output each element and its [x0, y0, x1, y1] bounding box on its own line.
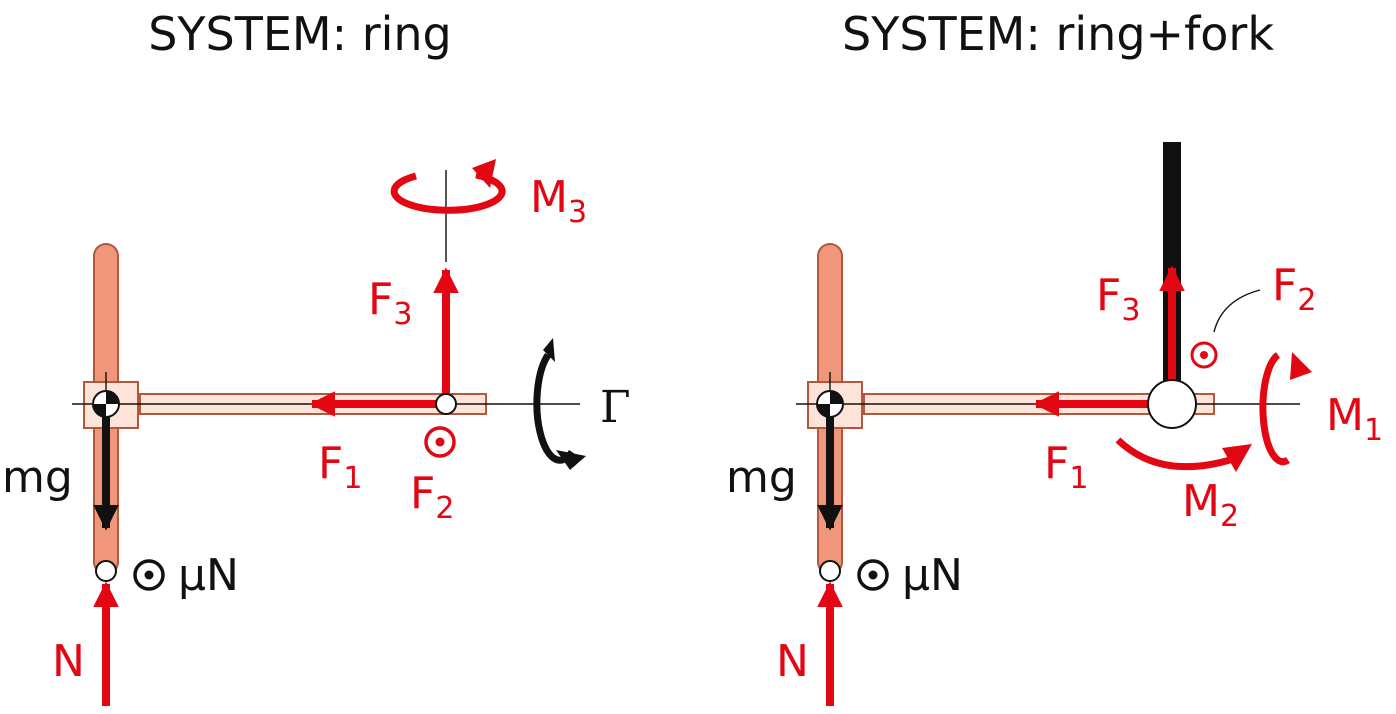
- f2-leader-line: [1213, 289, 1261, 333]
- force-f1-label: F1: [1044, 438, 1088, 496]
- steer-joint: [435, 393, 457, 415]
- panel-ring-fork: SYSTEM: ring+fork mg μN N: [726, 7, 1383, 706]
- friction-label: μN: [178, 550, 239, 601]
- moment-m2-arrow: [1115, 437, 1231, 471]
- moment-gamma-label: Γ: [600, 382, 631, 433]
- moment-m3-label: M3: [530, 172, 587, 230]
- force-f1-label: F1: [318, 438, 362, 496]
- out-of-page-icon: [857, 559, 889, 591]
- moment-m1-arrow: [1259, 352, 1290, 466]
- normal-force-label: N: [52, 636, 85, 687]
- moment-m2-head: [1222, 444, 1252, 472]
- contact-point: [95, 560, 117, 582]
- force-f2-label: F2: [410, 468, 454, 526]
- force-f2-label: F2: [1272, 260, 1316, 318]
- out-of-page-icon: [133, 559, 165, 591]
- moment-m2-label: M2: [1182, 476, 1239, 534]
- moment-gamma-arrow: [533, 353, 575, 464]
- force-f3-label: F3: [1096, 270, 1140, 328]
- moment-gamma-head: [556, 450, 586, 470]
- center-of-mass-icon: [816, 390, 844, 418]
- panel-title: SYSTEM: ring: [148, 7, 452, 61]
- moment-m1-label: M1: [1326, 390, 1383, 448]
- steer-joint: [1147, 379, 1197, 429]
- weight-label: mg: [726, 452, 797, 503]
- f2-out-of-page-icon: [424, 426, 456, 458]
- weight-label: mg: [2, 452, 73, 503]
- center-of-mass-icon: [92, 390, 120, 418]
- panel-title: SYSTEM: ring+fork: [842, 7, 1274, 61]
- moment-m1-head: [1290, 352, 1312, 380]
- contact-point: [819, 560, 841, 582]
- f2-out-of-page-icon: [1190, 341, 1218, 369]
- moment-m3-head: [472, 159, 496, 188]
- moment-gamma-tail: [543, 338, 555, 362]
- normal-force-label: N: [776, 636, 809, 687]
- force-f3-label: F3: [368, 274, 412, 332]
- moment-m3-arrow: [390, 171, 506, 214]
- friction-label: μN: [902, 550, 963, 601]
- panel-ring: SYSTEM: ring mg μN N F1: [2, 7, 631, 706]
